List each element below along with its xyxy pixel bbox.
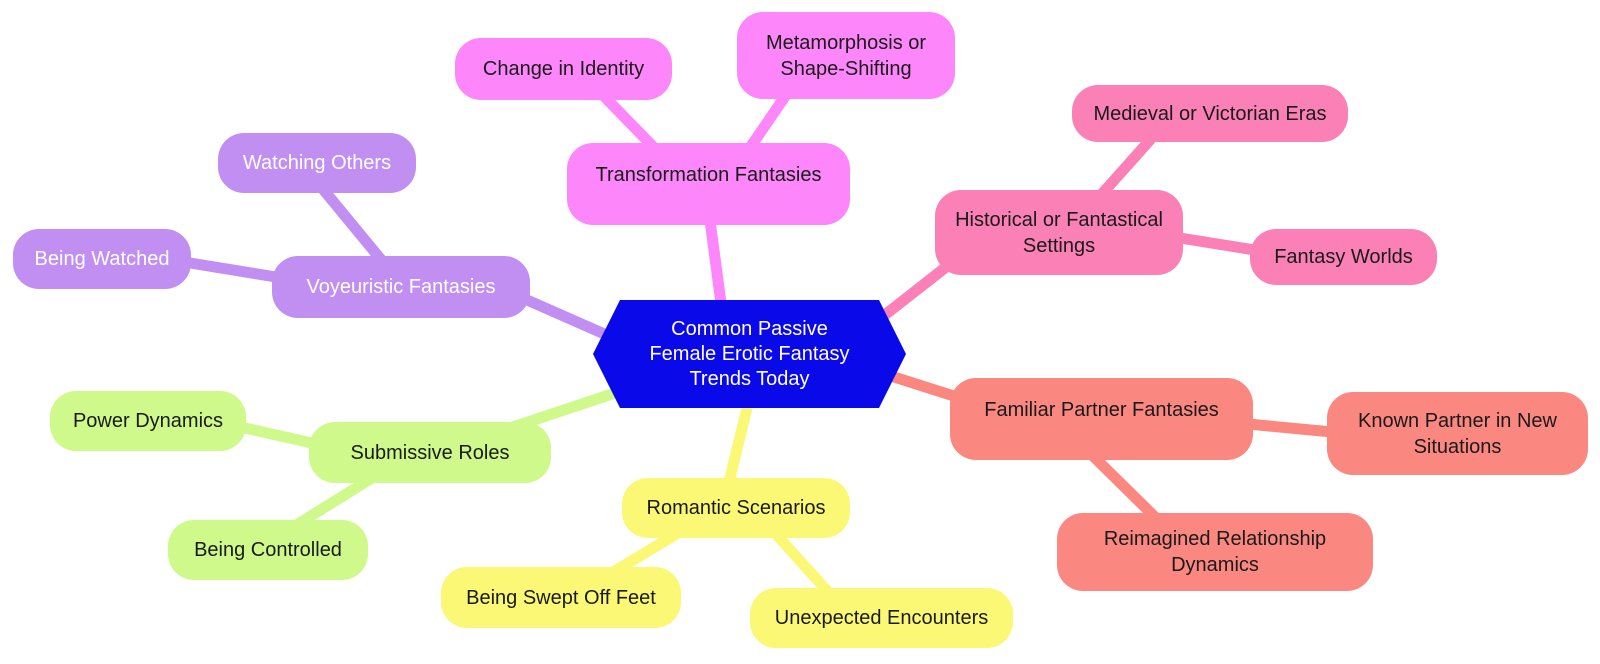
node-metamorphosis-shape-shifting: Metamorphosis or Shape-Shifting	[737, 12, 955, 99]
node-label: Medieval or Victorian Eras	[1093, 102, 1327, 125]
edge-voyeuristic-being-watched	[178, 256, 288, 284]
node-label: Watching Others	[242, 152, 392, 174]
edge-transformation-metamorphosis	[741, 89, 792, 158]
edge-root-submissive	[507, 386, 624, 433]
node-label: Familiar Partner Fantasies	[984, 399, 1219, 421]
edge-romantic-unexpected	[768, 526, 836, 600]
node-known-partner-new-situations: Known Partner in New Situations	[1327, 392, 1588, 475]
node-transformation-fantasies: Transformation Fantasies	[567, 143, 850, 225]
node-label: Being Controlled	[194, 539, 342, 561]
edge-submissive-being-controlled	[292, 472, 378, 530]
node-label: Transformation Fantasies	[595, 164, 822, 186]
node-romantic-scenarios: Romantic Scenarios	[622, 478, 850, 538]
node-unexpected-encounters: Unexpected Encounters	[750, 588, 1013, 648]
node-being-swept-off-feet: Being Swept Off Feet	[441, 567, 681, 628]
edge-root-romantic	[723, 394, 755, 488]
node-label: Metamorphosis or Shape-Shifting	[765, 31, 927, 80]
edge-familiar-known-partner	[1242, 418, 1338, 438]
node-being-watched: Being Watched	[13, 229, 191, 289]
root-label: Common Passive Female Erotic Fantasy Tre…	[649, 317, 850, 390]
edge-historical-fantasy-worlds	[1174, 232, 1261, 256]
node-label: Submissive Roles	[350, 441, 510, 464]
edge-submissive-power-dynamics	[230, 420, 322, 450]
node-label: Power Dynamics	[72, 410, 224, 432]
edge-historical-medieval	[1094, 134, 1156, 202]
node-familiar-partner-fantasies: Familiar Partner Fantasies	[950, 378, 1253, 460]
node-medieval-victorian-eras: Medieval or Victorian Eras	[1072, 85, 1348, 142]
node-label: Unexpected Encounters	[774, 607, 989, 629]
root-node: Common Passive Female Erotic Fantasy Tre…	[593, 300, 906, 408]
node-label: Reimagined Relationship Dynamics	[1103, 528, 1327, 576]
node-fantasy-worlds: Fantasy Worlds	[1250, 229, 1437, 285]
node-watching-others: Watching Others	[218, 133, 416, 193]
node-being-controlled: Being Controlled	[168, 520, 368, 580]
node-reimagined-relationship-dynamics: Reimagined Relationship Dynamics	[1057, 513, 1373, 591]
node-label: Historical or Fantastical Settings	[955, 208, 1163, 257]
edge-root-voyeuristic	[512, 290, 624, 346]
node-label: Being Watched	[34, 248, 170, 270]
node-label: Fantasy Worlds	[1274, 246, 1413, 268]
node-voyeuristic-fantasies: Voyeuristic Fantasies	[272, 256, 530, 318]
node-label: Change in Identity	[482, 58, 645, 80]
node-power-dynamics: Power Dynamics	[50, 391, 246, 451]
node-label: Being Swept Off Feet	[466, 586, 656, 609]
node-label: Romantic Scenarios	[646, 497, 826, 519]
node-submissive-roles: Submissive Roles	[309, 422, 551, 483]
edge-familiar-reimagined	[1086, 449, 1164, 526]
node-label: Voyeuristic Fantasies	[306, 276, 496, 298]
node-change-in-identity: Change in Identity	[455, 38, 672, 100]
node-label: Known Partner in New Situations	[1358, 409, 1557, 458]
edge-voyeuristic-watching-others	[316, 182, 389, 268]
node-historical-fantastical-settings: Historical or Fantastical Settings	[935, 190, 1183, 275]
